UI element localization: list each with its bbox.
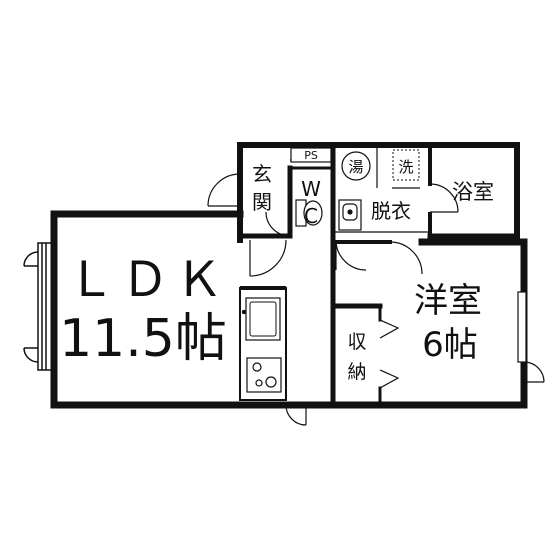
washer-space-box <box>392 149 420 181</box>
dressing-room-label: 脱衣 <box>371 199 411 223</box>
pipe-space-label: PS <box>304 149 318 162</box>
toilet-icon <box>295 199 323 227</box>
bathroom-label: 浴室 <box>452 180 494 204</box>
storage-label-2: 納 <box>347 361 366 383</box>
walls <box>50 142 528 409</box>
ldk-name: ＬＤＫ <box>67 252 229 308</box>
stove-icon <box>246 357 282 393</box>
western-room-name: 洋室 <box>414 281 482 321</box>
washer-label: 洗 <box>398 158 413 176</box>
ldk-window <box>23 242 55 371</box>
wash-basin-icon <box>338 199 362 231</box>
western-room-size: 6帖 <box>422 325 478 365</box>
pipe-space-box <box>290 147 332 163</box>
water-heater-icon <box>341 151 371 181</box>
wc-label-1: W <box>301 177 321 201</box>
genkan-label-1: 玄 <box>252 162 272 186</box>
wc-label-2: C <box>304 204 318 228</box>
doors <box>207 173 545 426</box>
western-room-window <box>517 291 527 363</box>
ldk-size: 11.5帖 <box>59 309 227 369</box>
water-heater-label: 湯 <box>348 158 363 176</box>
genkan-label-2: 関 <box>252 190 272 214</box>
storage-label-1: 収 <box>347 331 366 353</box>
